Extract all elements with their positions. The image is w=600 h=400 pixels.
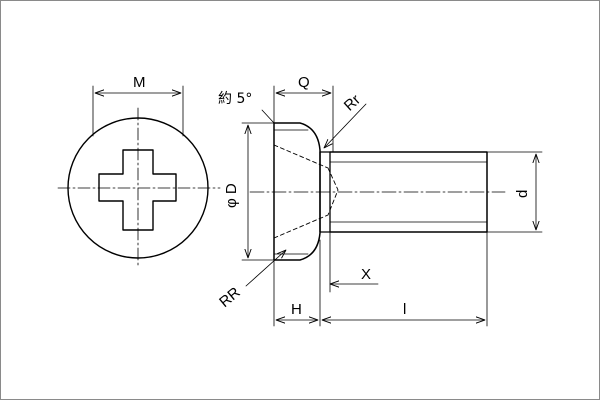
- label-q: Q: [298, 74, 310, 91]
- side-view: [241, 85, 543, 327]
- label-x: X: [361, 266, 371, 283]
- neck: [319, 151, 331, 233]
- label-phi-d: φ D: [223, 183, 240, 208]
- label-rr-top: Rr: [341, 91, 364, 114]
- rr-leader: [324, 103, 367, 148]
- cross-recess: [98, 149, 177, 231]
- label-m: M: [133, 74, 146, 91]
- label-l: l: [403, 301, 406, 318]
- taper-leader: [261, 109, 275, 124]
- shank-outline: [329, 151, 488, 233]
- rr-bottom-leader: [245, 250, 286, 287]
- label-d: d: [514, 190, 531, 198]
- top-view: [57, 85, 221, 269]
- label-h: H: [291, 301, 302, 318]
- recess-hidden-line: [273, 144, 339, 239]
- label-rr-bottom: RR: [216, 284, 244, 311]
- label-angle: 約 5°: [218, 91, 252, 107]
- head-outline: [273, 122, 321, 261]
